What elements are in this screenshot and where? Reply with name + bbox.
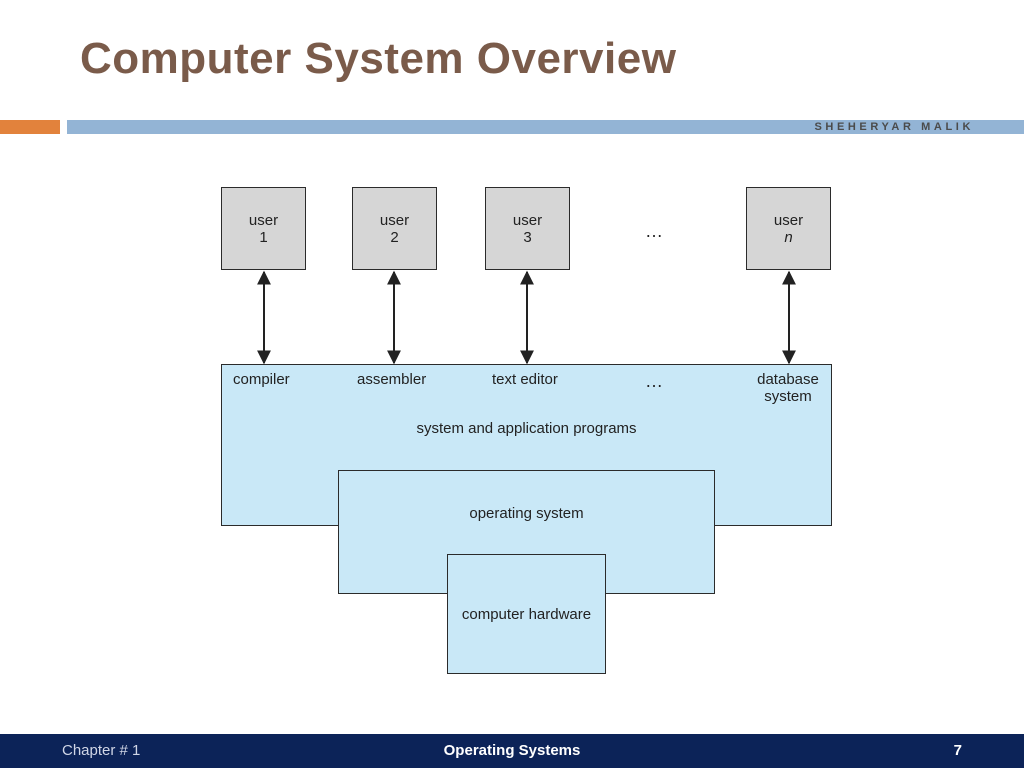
accent-bar-blue [67, 120, 1024, 134]
program-text-editor: text editor [492, 371, 558, 388]
page-number: 7 [953, 742, 962, 759]
slide-title: Computer System Overview [80, 34, 677, 83]
footer-bar: Chapter # 1 Operating Systems 7 [0, 734, 1024, 768]
hardware-layer [447, 554, 606, 674]
hardware-layer-label: computer hardware [461, 606, 592, 623]
program-database-system: database system [757, 371, 819, 405]
user-box-2: user 2 [352, 187, 437, 270]
program-assembler: assembler [357, 371, 427, 388]
footer-chapter: Chapter # 1 [62, 742, 141, 759]
user-box-1: user 1 [221, 187, 306, 270]
users-ellipsis: … [645, 221, 665, 241]
programs-ellipsis: … [645, 371, 665, 391]
footer-course: Operating Systems [443, 742, 581, 759]
user-label: user [773, 211, 804, 229]
accent-bar-orange [0, 120, 60, 134]
user-label: user [379, 211, 410, 229]
author-name: SHEHERYAR MALIK [814, 121, 974, 133]
user-number: 1 [259, 228, 268, 246]
program-compiler: compiler [233, 371, 290, 388]
user-box-n: user n [746, 187, 831, 270]
user-number: 2 [390, 228, 399, 246]
os-layer-label: operating system [469, 505, 584, 522]
user-label: user [512, 211, 543, 229]
user-label: user [248, 211, 279, 229]
apps-layer-label: system and application programs [416, 420, 637, 437]
user-number: n [784, 228, 793, 246]
user-number: 3 [523, 228, 532, 246]
user-box-3: user 3 [485, 187, 570, 270]
